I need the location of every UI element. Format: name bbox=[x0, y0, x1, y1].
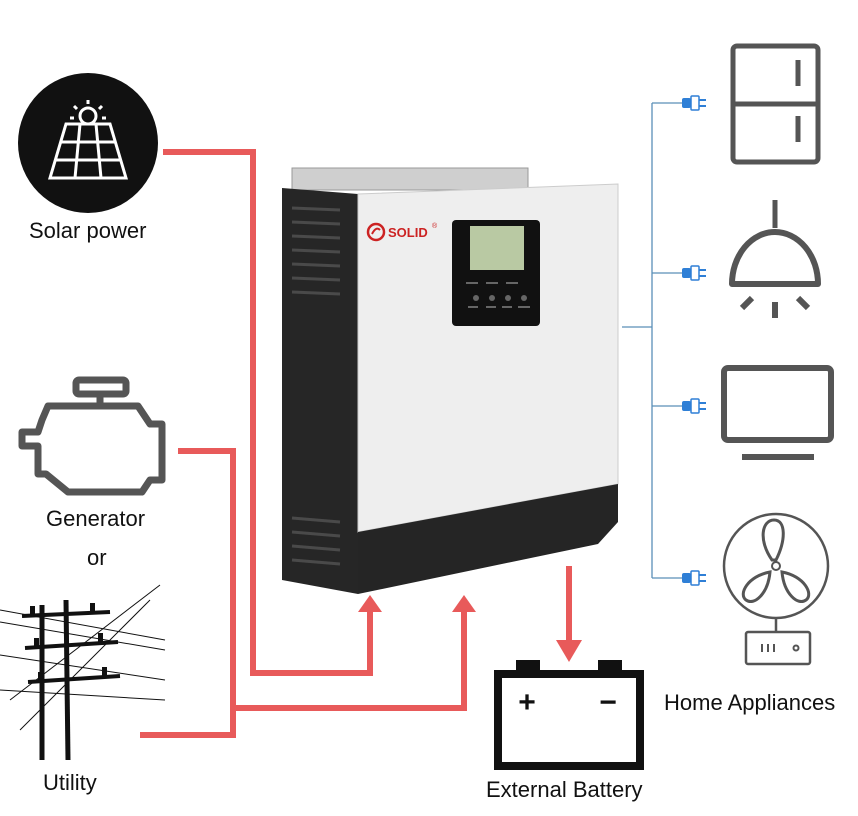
battery-icon: + − bbox=[494, 660, 644, 770]
lcd-screen bbox=[470, 226, 524, 270]
inverter-bottom-panel bbox=[358, 484, 618, 594]
or-label: or bbox=[87, 545, 107, 570]
tv-icon bbox=[721, 365, 834, 460]
control-buttons bbox=[466, 282, 530, 308]
plug-icon bbox=[682, 95, 706, 111]
generator-label: Generator bbox=[46, 506, 146, 531]
fridge-icon bbox=[730, 43, 821, 165]
plug-icon bbox=[682, 398, 706, 414]
external-battery-label: External Battery bbox=[486, 777, 643, 802]
plug-icon bbox=[682, 570, 706, 586]
inverter-side-panel bbox=[282, 188, 358, 594]
plug-icon bbox=[682, 265, 706, 281]
inverter-logo: SOLID ® bbox=[366, 222, 438, 242]
power-pole-icon bbox=[0, 584, 166, 761]
flow-arrowheads bbox=[358, 595, 582, 662]
generator-arrowhead bbox=[452, 595, 476, 612]
home-appliances-label: Home Appliances bbox=[664, 690, 836, 715]
appliance-lines bbox=[622, 102, 682, 579]
inverter-brand-mark: ® bbox=[432, 222, 438, 230]
lamp-icon bbox=[729, 200, 821, 318]
inverter-unit: SOLID ® bbox=[282, 167, 619, 594]
solar-flow-line bbox=[163, 149, 373, 676]
inverter-brand-text: SOLID bbox=[388, 225, 428, 240]
mounting-bracket bbox=[291, 167, 529, 191]
fan-icon bbox=[722, 512, 830, 666]
solar-power-label: Solar power bbox=[29, 218, 147, 243]
battery-minus-sign: − bbox=[599, 686, 617, 719]
flow-lines bbox=[140, 149, 572, 738]
plug-icons bbox=[682, 95, 706, 586]
battery-plus-sign: + bbox=[518, 686, 536, 719]
utility-flow-line bbox=[140, 708, 236, 738]
solar-arrowhead bbox=[358, 595, 382, 612]
battery-arrowhead bbox=[556, 640, 582, 662]
engine-icon bbox=[18, 376, 166, 496]
solar-panel-icon bbox=[18, 73, 158, 213]
utility-label: Utility bbox=[43, 770, 97, 795]
